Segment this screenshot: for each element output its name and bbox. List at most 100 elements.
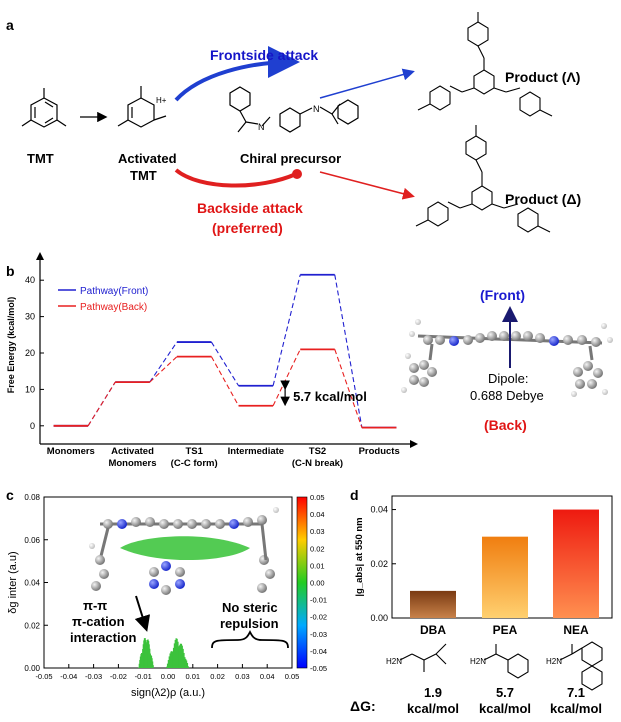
nci-colorbar-tick-label: -0.03	[310, 630, 327, 639]
backside-arrow	[174, 168, 297, 188]
nci-colorbar-tick-label: 0.01	[310, 561, 325, 570]
energy-category-label: (C-N break)	[292, 458, 343, 469]
nci-x-tick-label: -0.01	[135, 672, 152, 681]
tmt-label: TMT	[27, 151, 54, 166]
nci-colorbar-tick-label: -0.05	[310, 664, 327, 673]
dba-structure-icon	[399, 643, 447, 672]
energy-y-axis-label: Free Energy (kcal/mol)	[6, 297, 16, 394]
panel-d-label: d	[350, 487, 359, 503]
product-lambda-label: Product (Λ)	[505, 69, 580, 85]
product-delta-structure-icon	[415, 125, 551, 233]
frontside-arrow	[174, 46, 300, 102]
energy-category-label: Activated	[111, 446, 154, 457]
energy-connector	[272, 349, 301, 407]
panel-a: a TMT H+ Activated TMT	[6, 12, 581, 236]
energy-category-label: Monomers	[47, 446, 95, 457]
annot-repulsion: repulsion	[220, 616, 279, 631]
dipole-label-2: 0.688 Debye	[470, 388, 544, 403]
energy-category-label: Products	[359, 446, 400, 457]
dg-dba-value: 1.9	[424, 685, 442, 700]
frontside-label: Frontside attack	[210, 47, 318, 63]
nci-x-tick-label: 0.03	[235, 672, 250, 681]
dg-nea-value: 7.1	[567, 685, 585, 700]
energy-connector	[149, 356, 178, 383]
precursor-n2: N	[313, 104, 320, 114]
annot-no-steric: No steric	[222, 600, 278, 615]
bar-y-tick-label: 0.02	[370, 559, 388, 569]
product-delta-label: Product (Δ)	[505, 191, 581, 207]
annot-interaction: interaction	[70, 630, 137, 645]
bar-pea	[482, 536, 528, 618]
annot-pi-cation: π-cation	[72, 614, 125, 629]
energy-y-axis-arrowhead	[36, 252, 44, 260]
energy-connector	[87, 381, 116, 427]
nea-h2n: H2N	[546, 657, 562, 666]
bar-dba	[410, 590, 456, 618]
no-steric-brace	[211, 629, 289, 649]
nci-x-tick-label: -0.04	[60, 672, 77, 681]
nci-x-tick-label: -0.02	[110, 672, 127, 681]
tmt-structure-icon	[21, 88, 67, 128]
energy-y-tick-label: 10	[25, 384, 35, 394]
backside-arrow-head	[292, 169, 302, 179]
energy-y-tick-label: 0	[30, 421, 35, 431]
chiral-precursor-structure-icon	[229, 86, 359, 133]
back-label: (Back)	[484, 417, 527, 433]
energy-category-label: TS2	[309, 446, 326, 457]
nci-colorbar-tick-label: 0.04	[310, 510, 325, 519]
nci-x-tick-label: 0.05	[285, 672, 300, 681]
nci-x-tick-label: 0.02	[210, 672, 225, 681]
precursor-n1: N	[258, 122, 265, 132]
activated-tmt-structure-icon	[117, 86, 167, 128]
energy-connector	[149, 341, 178, 383]
dba-h2n: H2N	[386, 657, 402, 666]
energy-category-label: Intermediate	[228, 446, 285, 457]
bar-category-label: DBA	[420, 623, 446, 637]
nci-y-axis-label: δg inter (a.u)	[7, 551, 19, 613]
nci-colorbar	[296, 496, 308, 669]
annot-pi-pi: π-π	[83, 598, 107, 613]
energy-y-tick-label: 40	[25, 275, 35, 285]
nci-y-tick-label: 0.08	[24, 493, 40, 502]
energy-y-tick-label: 20	[25, 348, 35, 358]
dipole-label-1: Dipole:	[488, 371, 528, 386]
bar-y-axis-label: |g_abs| at 550 nm	[354, 517, 365, 596]
front-pathway-arrow	[319, 68, 415, 99]
energy-connector	[334, 349, 363, 428]
panel-c-label: c	[6, 487, 14, 503]
nci-colorbar-tick-label: 0.05	[310, 493, 325, 502]
bar-y-tick-label: 0.00	[370, 613, 388, 623]
nci-x-axis-label: sign(λ2)ρ (a.u.)	[131, 687, 205, 699]
energy-connector	[272, 274, 301, 386]
chiral-precursor-label: Chiral precursor	[240, 151, 341, 166]
nci-x-tick-label: 0.01	[185, 672, 200, 681]
nci-x-tick-label: 0.00	[161, 672, 176, 681]
nci-colorbar-tick-label: -0.02	[310, 613, 327, 622]
front-label: (Front)	[480, 287, 525, 303]
back-pathway-arrow	[319, 171, 415, 200]
panel-c: c 0.000.020.040.060.08-0.05-0.04-0.03-0.…	[6, 487, 327, 699]
energy-connector	[210, 341, 240, 387]
backside-label-1: Backside attack	[197, 200, 303, 216]
activated-tmt-line1: Activated	[118, 151, 177, 166]
nci-x-tick-label: -0.03	[85, 672, 102, 681]
dg-pea-value: 5.7	[496, 685, 514, 700]
nci-colorbar-tick-label: -0.04	[310, 647, 327, 656]
backside-label-2: (preferred)	[212, 220, 283, 236]
product-lambda-structure-icon	[417, 12, 553, 117]
nci-x-tick-label: 0.04	[260, 672, 275, 681]
nci-x-tick-label: -0.05	[35, 672, 52, 681]
nci-y-tick-label: 0.04	[24, 579, 40, 588]
nci-molecule-icon	[89, 507, 279, 595]
bar-y-tick-label: 0.04	[370, 505, 388, 515]
dg-nea-unit: kcal/mol	[550, 701, 602, 716]
energy-connector	[334, 274, 363, 428]
dg-dba-unit: kcal/mol	[407, 701, 459, 716]
nea-structure-icon	[559, 641, 603, 691]
bar-category-label: PEA	[493, 623, 518, 637]
bar-nea	[553, 509, 599, 618]
pea-h2n: H2N	[470, 657, 486, 666]
bar-category-label: NEA	[563, 623, 589, 637]
